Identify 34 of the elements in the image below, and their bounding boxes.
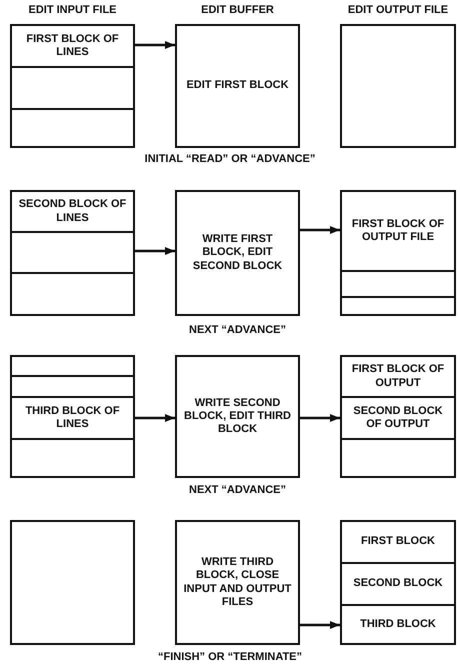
- buffer-box: EDIT FIRST BLOCK: [175, 24, 300, 148]
- arrow: [300, 621, 340, 629]
- file-box: [10, 190, 135, 316]
- file-box: [340, 190, 456, 316]
- file-box: [10, 24, 135, 148]
- text-block-row: THIRD BLOCK OF LINES: [12, 396, 133, 438]
- step-caption: NEXT “ADVANCE”: [188, 324, 287, 336]
- arrow: [135, 41, 175, 49]
- step-caption: INITIAL “READ” OR “ADVANCE”: [144, 153, 316, 165]
- text-block-row: SECOND BLOCK OF LINES: [12, 190, 133, 231]
- buffer-box: WRITE SECOND BLOCK, EDIT THIRD BLOCK: [175, 355, 300, 478]
- text-block-row: SECOND BLOCK: [342, 562, 454, 604]
- step-caption: “FINISH” OR “TERMINATE”: [156, 651, 303, 663]
- arrow: [135, 414, 175, 422]
- file-box: [340, 520, 456, 645]
- empty-file-box: [340, 24, 456, 148]
- text-block-row: FIRST BLOCK OF OUTPUT: [342, 355, 454, 396]
- empty-file-box: [10, 520, 135, 645]
- file-box: [340, 355, 456, 478]
- text-block-row: FIRST BLOCK OF LINES: [12, 24, 133, 66]
- text-block-row: THIRD BLOCK: [342, 604, 454, 643]
- arrow: [300, 414, 340, 422]
- buffer-box: WRITE THIRD BLOCK, CLOSE INPUT AND OUTPUT FILES: [175, 520, 300, 645]
- text-block-row: FIRST BLOCK OF OUTPUT FILE: [342, 190, 454, 270]
- file-box: [10, 355, 135, 478]
- buffer-box: WRITE FIRST BLOCK, EDIT SECOND BLOCK: [175, 190, 300, 316]
- column-heading: EDIT BUFFER: [200, 4, 275, 16]
- column-heading: EDIT OUTPUT FILE: [346, 4, 450, 16]
- text-block-row: FIRST BLOCK: [342, 520, 454, 562]
- text-block-row: SECOND BLOCK OF OUTPUT: [342, 396, 454, 438]
- column-heading: EDIT INPUT FILE: [28, 4, 118, 16]
- step-caption: NEXT “ADVANCE”: [188, 484, 287, 496]
- arrow: [300, 226, 340, 234]
- arrow: [135, 247, 175, 255]
